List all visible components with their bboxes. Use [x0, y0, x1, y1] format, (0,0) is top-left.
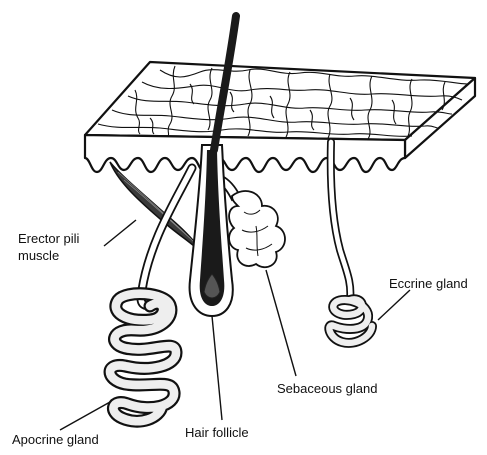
epidermis-front-face: [85, 135, 405, 172]
sebaceous-gland-label: Sebaceous gland: [277, 380, 377, 397]
hair-follicle-label: Hair follicle: [185, 424, 249, 441]
eccrine-gland-label: Eccrine gland: [389, 275, 468, 292]
eccrine-coil-inner: [329, 299, 372, 343]
leader-sebaceous: [266, 270, 296, 376]
erector-pili-label-line2: muscle: [18, 247, 108, 264]
leader-erector-pili: [104, 220, 136, 246]
leader-eccrine: [378, 290, 410, 320]
erector-pili-label-line1: Erector pili: [18, 230, 108, 247]
erector-pili-muscle-label: Erector pili muscle: [18, 230, 108, 264]
sebaceous-lobules: [229, 191, 285, 267]
skin-block: [85, 62, 475, 172]
epidermis-top-surface: [85, 62, 475, 140]
apocrine-gland-label: Apocrine gland: [12, 431, 99, 448]
leader-hair-follicle: [212, 316, 222, 420]
leader-apocrine: [60, 402, 110, 430]
